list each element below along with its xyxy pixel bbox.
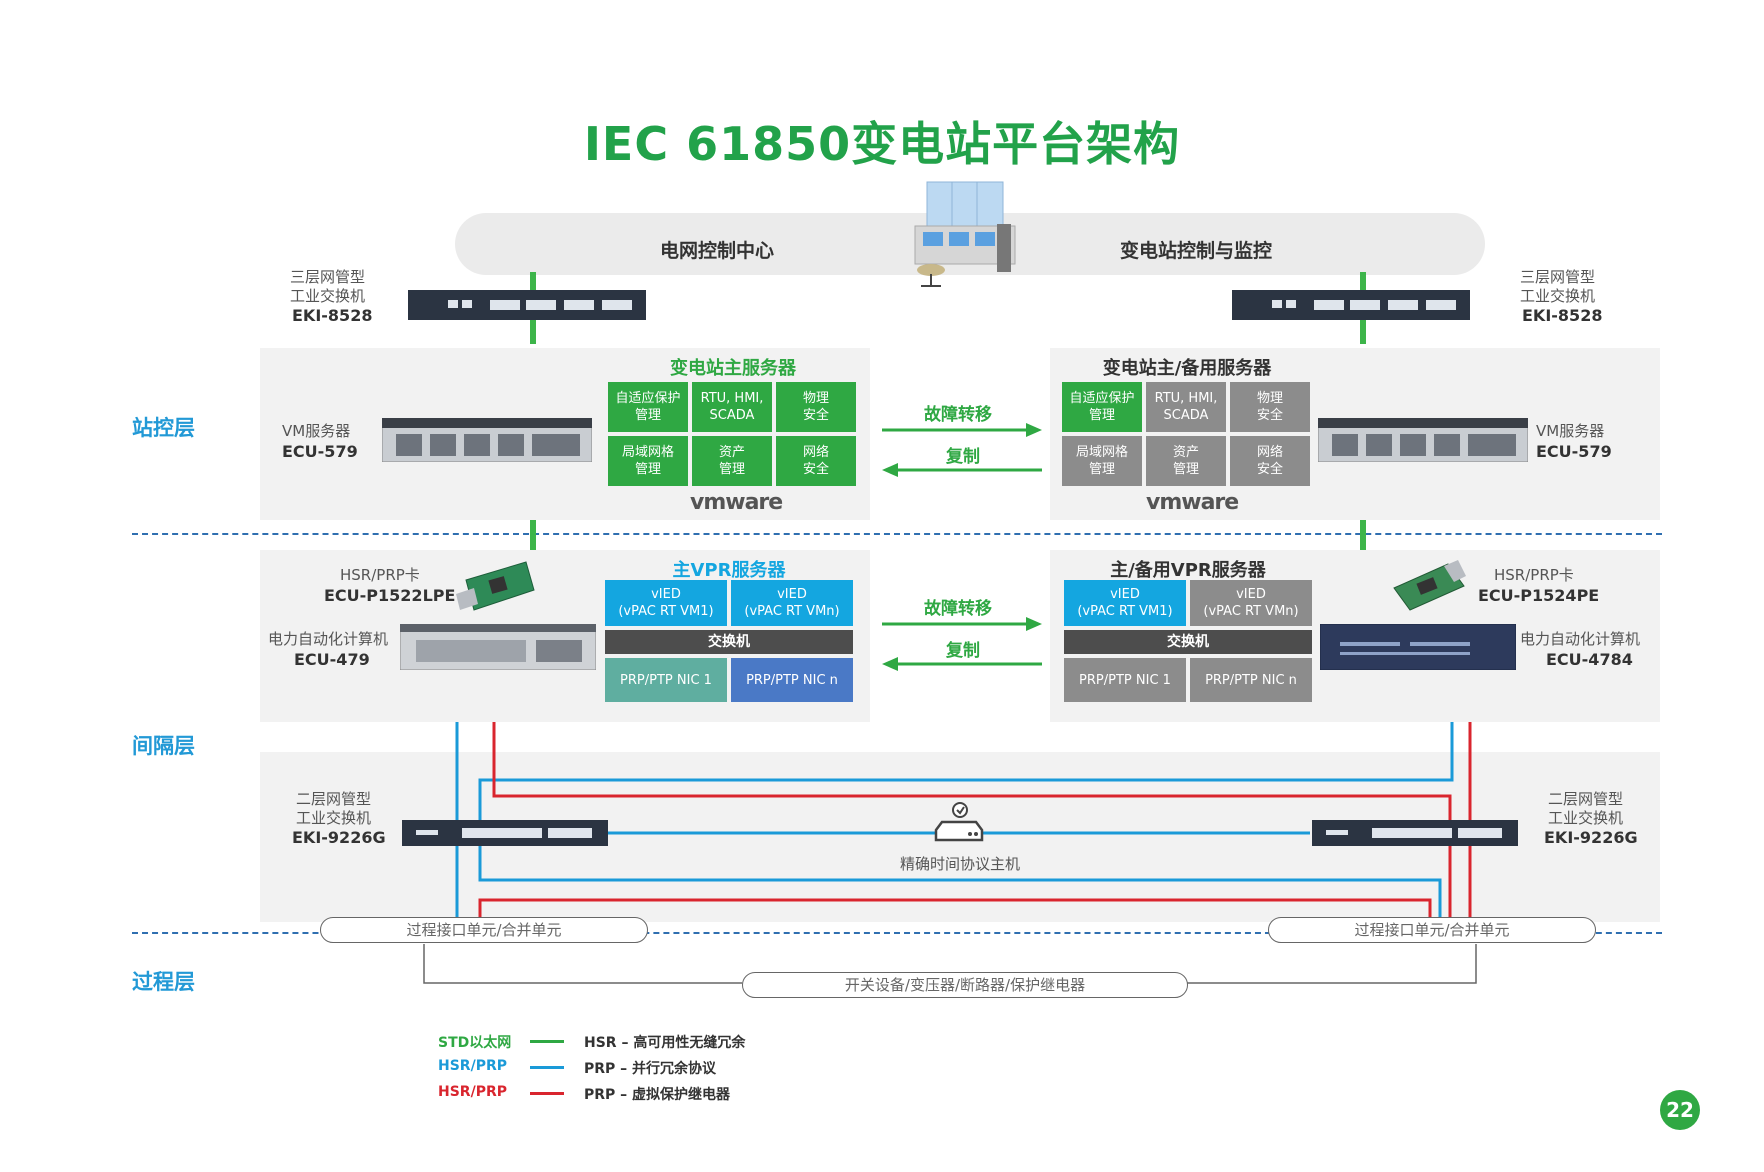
process-layer-label: 过程层 — [132, 970, 195, 994]
std-ethernet-link — [1360, 520, 1366, 550]
legend-desc-prp: PRP – 并行冗余协议 — [584, 1061, 717, 1077]
prp-ptp-nic1-cell: PRP/PTP NIC 1 — [605, 658, 727, 702]
l3-switch-right-device — [1232, 290, 1470, 320]
legend-key-std: STD以太网 — [438, 1035, 512, 1051]
ptp-master-icon — [934, 802, 984, 842]
hsr-card-left-label: HSR/PRP卡 — [340, 566, 420, 584]
adaptive-protection-cell: 自适应保护 管理 — [608, 382, 688, 432]
ptp-master-label: 精确时间协议主机 — [900, 855, 1021, 873]
failover-label: 故障转移 — [924, 599, 992, 619]
replicate-label: 复制 — [946, 641, 980, 661]
legend-key-blue: HSR/PRP — [438, 1058, 507, 1074]
vied-vmn-cell: vIED (vPAC RT VMn) — [1190, 580, 1312, 626]
std-ethernet-link — [530, 520, 536, 550]
asset-management-cell: 资产 管理 — [1146, 436, 1226, 486]
l3-switch-left-model: EKI-8528 — [292, 306, 373, 325]
merging-unit-left: 过程接口单元/合并单元 — [320, 917, 648, 943]
vied-vm1-cell: vIED (vPAC RT VM1) — [1064, 580, 1186, 626]
hsr-card-right-model: ECU-P1524PE — [1478, 586, 1600, 605]
hsr-card-left-model: ECU-P1522LPE — [324, 586, 456, 605]
substation-monitoring-label: 变电站控制与监控 — [1120, 240, 1273, 262]
failover-label: 故障转移 — [924, 405, 992, 425]
rtu-hmi-scada-cell: RTU, HMI, SCADA — [692, 382, 772, 432]
legend-desc-hsr: HSR – 高可用性无缝冗余 — [584, 1035, 746, 1051]
bay-backup-vpr-title: 主/备用VPR服务器 — [1110, 560, 1266, 581]
network-security-cell: 网络 安全 — [1230, 436, 1310, 486]
hsr-card-right-device — [1393, 560, 1466, 611]
legend-key-red: HSR/PRP — [438, 1084, 507, 1100]
lan-grid-cell: 局域网格 管理 — [608, 436, 688, 486]
power-pc-right-device — [1320, 624, 1516, 670]
l2-switch-right-device — [1312, 820, 1518, 846]
bay-layer-label: 间隔层 — [132, 734, 195, 758]
vmware-logo: vmware — [1146, 490, 1239, 515]
l2-switch-right-desc: 二层网管型 工业交换机 — [1548, 790, 1624, 827]
switchgear-pill: 开关设备/变压器/断路器/保护继电器 — [742, 972, 1188, 998]
l2-switch-right-model: EKI-9226G — [1544, 828, 1638, 847]
vm-server-left-device — [382, 418, 592, 462]
vm-server-right-label: VM服务器 — [1536, 422, 1605, 440]
adaptive-protection-cell: 自适应保护 管理 — [1062, 382, 1142, 432]
power-pc-left-label: 电力自动化计算机 — [268, 630, 389, 648]
power-pc-left-device — [400, 624, 596, 670]
vm-server-right-device — [1318, 418, 1528, 462]
vm-server-left-label: VM服务器 — [282, 422, 351, 440]
station-main-server-title: 变电站主服务器 — [670, 358, 796, 379]
vied-vmn-cell: vIED (vPAC RT VMn) — [731, 580, 853, 626]
vm-server-left-model: ECU-579 — [282, 442, 358, 461]
legend-swatch-green — [530, 1040, 564, 1043]
station-layer-label: 站控层 — [132, 416, 195, 440]
vpr-switch-cell: 交换机 — [605, 630, 853, 654]
physical-security-cell: 物理 安全 — [776, 382, 856, 432]
rtu-hmi-scada-cell: RTU, HMI, SCADA — [1146, 382, 1226, 432]
failover-arrows — [882, 617, 1042, 671]
l2-switch-left-desc: 二层网管型 工业交换机 — [296, 790, 372, 827]
l3-switch-right-model: EKI-8528 — [1522, 306, 1603, 325]
asset-management-cell: 资产 管理 — [692, 436, 772, 486]
vied-vm1-cell: vIED (vPAC RT VM1) — [605, 580, 727, 626]
physical-security-cell: 物理 安全 — [1230, 382, 1310, 432]
station-backup-server-title: 变电站主/备用服务器 — [1102, 358, 1272, 379]
merging-unit-right: 过程接口单元/合并单元 — [1268, 917, 1596, 943]
legend-swatch-red — [530, 1092, 564, 1095]
lan-grid-cell: 局域网格 管理 — [1062, 436, 1142, 486]
power-pc-left-model: ECU-479 — [294, 650, 370, 669]
l2-switch-left-device — [402, 820, 608, 846]
layer-divider — [132, 932, 1662, 934]
bay-main-vpr-title: 主VPR服务器 — [672, 560, 786, 581]
l2-switch-left-model: EKI-9226G — [292, 828, 386, 847]
network-security-cell: 网络 安全 — [776, 436, 856, 486]
page-number-badge: 22 — [1660, 1090, 1700, 1130]
replicate-label: 复制 — [946, 447, 980, 467]
legend-swatch-blue — [530, 1066, 564, 1069]
vm-server-right-model: ECU-579 — [1536, 442, 1612, 461]
grid-control-center-label: 电网控制中心 — [660, 240, 775, 262]
layer-divider — [132, 533, 1662, 535]
prp-ptp-nic1-cell: PRP/PTP NIC 1 — [1064, 658, 1186, 702]
vpr-switch-cell: 交换机 — [1064, 630, 1312, 654]
vmware-logo: vmware — [690, 490, 783, 515]
hsr-card-left-device — [456, 561, 535, 611]
l3-switch-left-device — [408, 290, 646, 320]
hsr-card-right-label: HSR/PRP卡 — [1494, 566, 1574, 584]
prp-ptp-nicn-cell: PRP/PTP NIC n — [1190, 658, 1312, 702]
l3-switch-left-desc: 三层网管型 工业交换机 — [290, 268, 366, 305]
prp-ptp-nicn-cell: PRP/PTP NIC n — [731, 658, 853, 702]
power-pc-right-label: 电力自动化计算机 — [1520, 630, 1641, 648]
l3-switch-right-desc: 三层网管型 工业交换机 — [1520, 268, 1596, 305]
legend-desc-vpr: PRP – 虚拟保护继电器 — [584, 1087, 731, 1103]
power-pc-right-model: ECU-4784 — [1546, 650, 1633, 669]
failover-arrows — [882, 423, 1042, 477]
page-title: IEC 61850变电站平台架构 — [583, 117, 1181, 171]
control-room-icon — [914, 181, 1016, 287]
